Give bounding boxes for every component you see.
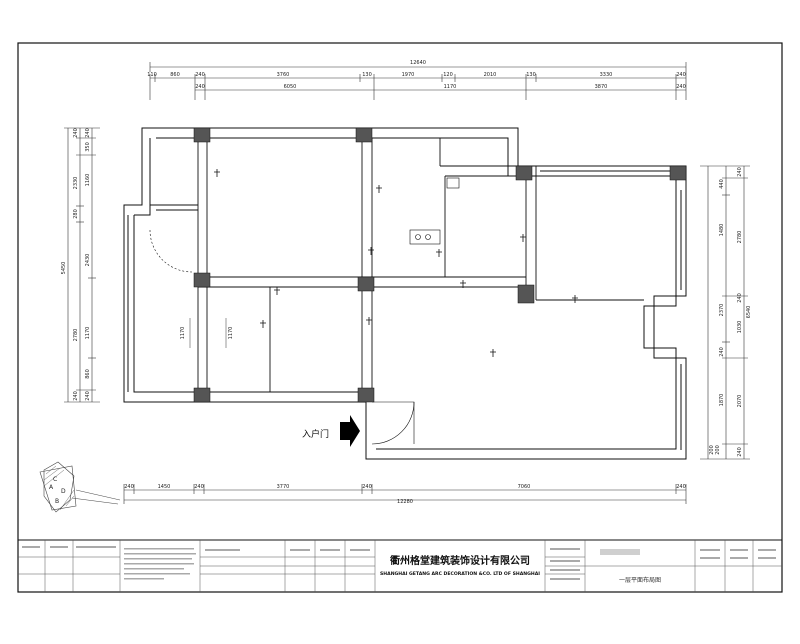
dim-top-r1-2: 240	[195, 72, 205, 78]
dim-top-r1-5: 1970	[402, 72, 415, 78]
compass-letter-c: C	[53, 476, 57, 483]
window-dim-marks	[189, 318, 227, 348]
dim-bottom-overall: 12280	[397, 499, 413, 505]
column	[357, 387, 375, 403]
entrance-marker: 入户门	[302, 415, 360, 447]
dim-top-r1-7: 2010	[484, 72, 497, 78]
title-block: 衢州格堂建筑装饰设计有限公司 SHANGHAI GETANG ARC DECOR…	[17, 539, 783, 593]
dim-top-r1-1: 860	[170, 72, 180, 78]
dim-right-inner-3: 240	[737, 293, 743, 303]
dim-left-inner-4: 1170	[85, 327, 91, 340]
company-name-en: SHANGHAI GETANG ARC DECORATION &CO. LTD …	[380, 571, 540, 577]
dim-top-r1-9: 3330	[600, 72, 613, 78]
column	[193, 272, 211, 288]
bottom-dimensions	[123, 484, 687, 504]
column	[357, 276, 375, 292]
left-dimension-labels: 5450 240 2330 280 2780 240 240 350 1160 …	[61, 128, 91, 401]
dim-bottom-0: 240	[124, 484, 134, 490]
dim-bottom-6: 240	[676, 484, 686, 490]
dim-right-overall: 6540	[746, 306, 752, 319]
dim-bottom-2: 240	[194, 484, 204, 490]
dim-top-r2-1: 6050	[284, 84, 297, 90]
column	[355, 127, 373, 143]
dim-right-inner-1: 1480	[719, 224, 725, 237]
dim-bottom-1: 1450	[158, 484, 171, 490]
bottom-dimension-labels: 240 1450 240 3770 240 7060 240 12280	[124, 484, 686, 505]
dim-top-r1-3: 3760	[277, 72, 290, 78]
dim-top-r1-0: 110	[147, 72, 157, 78]
right-dimension-labels: 6540 240 2780 1030 2070 240 440 1480 237…	[709, 167, 752, 457]
dim-left-outer-1: 2330	[73, 177, 79, 190]
column	[193, 127, 211, 143]
room-tags	[214, 169, 578, 357]
dim-left-inner-2: 1160	[85, 174, 91, 187]
entrance-door-arc	[371, 401, 415, 445]
column	[669, 165, 687, 181]
top-dimension-labels: 12640 110 860 240 3760 130 1970 120 2010…	[147, 60, 686, 90]
entrance-arrow-icon	[340, 415, 360, 447]
dim-top-r1-8: 130	[526, 72, 536, 78]
drawing-name: 一层平面布局图	[619, 576, 661, 584]
title-block-fineprint	[22, 546, 776, 580]
kitchen-counter	[409, 177, 460, 245]
dim-top-r2-4: 240	[676, 84, 686, 90]
dim-right-outer-4: 240	[737, 447, 743, 457]
column	[193, 387, 211, 403]
drawing-frame	[17, 42, 783, 593]
dim-right-outer-0: 240	[737, 167, 743, 177]
dim-left-inner-6: 240	[85, 391, 91, 401]
window-dim-right: 1170	[228, 327, 234, 340]
exterior-walls	[123, 127, 687, 460]
compass-letter-d: D	[61, 488, 66, 495]
left-dimensions	[64, 127, 100, 403]
dim-bottom-5: 7060	[518, 484, 531, 490]
dim-bottom-4: 240	[362, 484, 372, 490]
dim-top-r1-10: 240	[676, 72, 686, 78]
compass-letter-a: A	[49, 484, 54, 491]
dim-top-r1-6: 120	[443, 72, 453, 78]
dim-right-inner-4: 240	[719, 347, 725, 357]
dim-right-inner-0: 440	[719, 179, 725, 189]
dim-right-inner-7: 200	[715, 445, 721, 455]
dim-right-outer-1: 2780	[737, 231, 743, 244]
dim-top-r2-0: 240	[195, 84, 205, 90]
structural-columns	[193, 127, 687, 403]
entrance-label: 入户门	[302, 428, 329, 440]
column	[515, 165, 533, 181]
dim-right-outer-3: 2070	[737, 395, 743, 408]
dim-left-inner-3: 2430	[85, 254, 91, 267]
dim-top-r1-4: 130	[362, 72, 372, 78]
dim-left-inner-1: 350	[85, 142, 91, 152]
window-dim-left: 1170	[180, 327, 186, 340]
top-dimensions	[149, 62, 687, 100]
door-swings	[149, 229, 415, 445]
company-name-cn: 衢州格堂建筑装饰设计有限公司	[390, 554, 530, 567]
right-dimensions	[700, 165, 750, 460]
dim-right-outer-2: 1030	[737, 321, 743, 334]
dim-left-outer-3: 2780	[73, 329, 79, 342]
dim-left-inner-5: 860	[85, 369, 91, 379]
dim-left-overall: 5450	[61, 262, 67, 275]
dim-left-outer-2: 280	[73, 209, 79, 219]
dim-left-inner-0: 240	[85, 128, 91, 138]
dim-top-overall: 12640	[410, 60, 426, 66]
compass-symbol: A B C D	[39, 461, 121, 513]
bath-door-arc	[149, 229, 193, 273]
dim-right-inner-5: 1870	[719, 394, 725, 407]
dim-right-inner-6: 200	[709, 445, 715, 455]
dim-bottom-3: 3770	[277, 484, 290, 490]
dim-left-outer-0: 240	[73, 128, 79, 138]
dim-left-outer-4: 240	[73, 391, 79, 401]
dim-top-r2-2: 1170	[444, 84, 457, 90]
dim-right-inner-2: 2370	[719, 304, 725, 317]
window-width-labels: 1170 1170	[180, 327, 234, 340]
column	[517, 284, 535, 304]
dim-top-r2-3: 3870	[595, 84, 608, 90]
compass-letter-b: B	[55, 498, 59, 505]
